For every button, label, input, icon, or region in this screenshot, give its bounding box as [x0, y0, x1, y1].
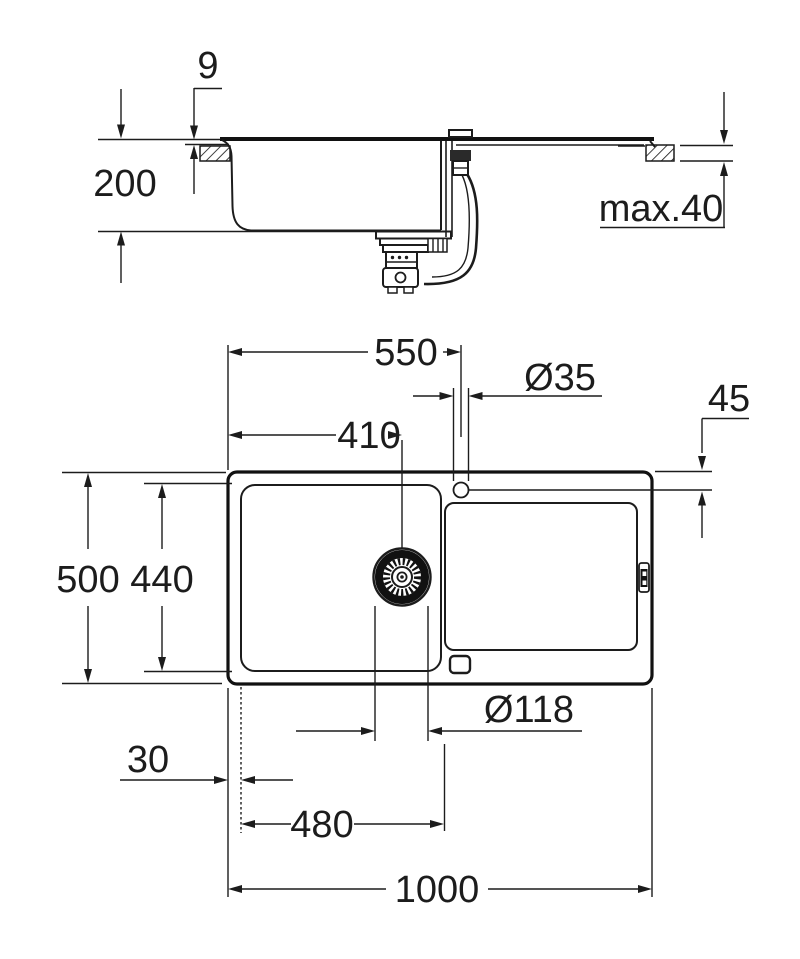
- dim-bowl-depth: 200: [93, 89, 157, 283]
- drain-strainer: [372, 547, 432, 607]
- trap-body: [382, 267, 419, 288]
- drain-nut: [385, 251, 418, 269]
- overflow-opening: [448, 654, 472, 675]
- arrow-right: [447, 348, 461, 356]
- arrow-right: [638, 885, 652, 893]
- drainboard-outline: [444, 502, 638, 651]
- arrow-right: [439, 392, 454, 400]
- overflow-hose-inner: [431, 174, 471, 278]
- arrow-up: [190, 145, 198, 159]
- drain-assembly: [375, 141, 479, 294]
- plan-view: 550 410 Ø35 45: [56, 332, 750, 911]
- bowl-profile: [221, 139, 441, 232]
- dim-drain-from-left: 410: [228, 415, 403, 548]
- arrow-down: [698, 456, 706, 470]
- sink-rim-line: [220, 137, 654, 141]
- nut-dot: [404, 255, 409, 260]
- dim-bowl-inner-depth: 440: [130, 482, 232, 673]
- faucet-fitting-nut: [450, 150, 471, 161]
- dim-label-1000: 1000: [395, 869, 480, 911]
- countertop-section-right: [645, 144, 675, 162]
- overflow-hose-outer: [423, 173, 479, 286]
- edge-badge: [638, 562, 650, 593]
- badge-fill: [640, 569, 648, 587]
- strainer-center-dot: [400, 575, 404, 579]
- arrow-down: [84, 669, 92, 683]
- dim-overall-depth: 500: [56, 471, 226, 685]
- arrow-left: [241, 776, 255, 784]
- trap-tab: [387, 286, 398, 294]
- faucet-hole: [452, 481, 470, 499]
- arrow-down: [158, 657, 166, 671]
- side-view: 9 200 max.40: [93, 45, 733, 294]
- trap-port: [394, 271, 407, 284]
- dim-overall-width: 1000: [227, 688, 653, 911]
- dim-label-480: 480: [290, 804, 353, 846]
- arrow-right: [430, 820, 444, 828]
- badge-notch: [642, 580, 647, 585]
- dim-label-o118: Ø118: [484, 689, 574, 731]
- arrow-up: [84, 473, 92, 487]
- trap-tab: [403, 286, 414, 294]
- drain-flange-3: [382, 244, 429, 253]
- arrow-up: [698, 491, 706, 506]
- arrow-left: [241, 820, 255, 828]
- dim-label-9: 9: [197, 45, 218, 87]
- dim-faucet-from-left: 550: [227, 332, 462, 470]
- arrow-right: [361, 727, 375, 735]
- nut-dot: [390, 255, 395, 260]
- dim-label-200: 200: [93, 163, 156, 205]
- arrow-left: [468, 392, 483, 400]
- drain-flange-1: [375, 230, 452, 240]
- dim-label-o35: Ø35: [524, 357, 596, 399]
- bowl-outline: [240, 484, 442, 672]
- nut-dot: [397, 255, 402, 260]
- dim-countertop-thickness: max.40: [599, 92, 728, 230]
- dim-drain-diameter: Ø118: [296, 606, 582, 741]
- dim-label-550: 550: [374, 332, 437, 374]
- dim-label-440: 440: [130, 559, 193, 601]
- arrow-up: [117, 231, 125, 246]
- arrow-left: [228, 431, 242, 439]
- dim-rim-height: 9: [190, 45, 222, 194]
- arrow-left: [228, 885, 242, 893]
- dim-bowl-offset-left: 30: [120, 739, 293, 784]
- faucet-hole-cap: [448, 129, 473, 138]
- strainer-dark-ring: [375, 550, 429, 604]
- dim-label-30: 30: [127, 739, 169, 781]
- arrow-up: [720, 162, 728, 176]
- arrow-down: [720, 130, 728, 144]
- badge-notch: [642, 571, 647, 576]
- arrow-left: [428, 727, 442, 735]
- sink-outline: [226, 470, 654, 686]
- countertop-section-left: [199, 145, 231, 162]
- arrow-right: [388, 431, 402, 439]
- strainer-texture-ring: [383, 558, 421, 596]
- dim-label-45: 45: [708, 378, 750, 420]
- arrow-up: [158, 484, 166, 498]
- dim-faucet-from-back: 45: [469, 378, 750, 538]
- dim-label-max40: max.40: [599, 188, 724, 230]
- dim-faucet-hole-diameter: Ø35: [413, 357, 602, 481]
- strainer-inner-ring: [391, 566, 413, 588]
- arrow-right: [214, 776, 228, 784]
- arrow-down: [190, 125, 198, 140]
- arrow-down: [117, 124, 125, 139]
- dim-bowl-inner-width: 480: [240, 687, 446, 846]
- strainer-outer-ring: [372, 547, 432, 607]
- dim-label-500: 500: [56, 559, 119, 601]
- arrow-left: [228, 348, 242, 356]
